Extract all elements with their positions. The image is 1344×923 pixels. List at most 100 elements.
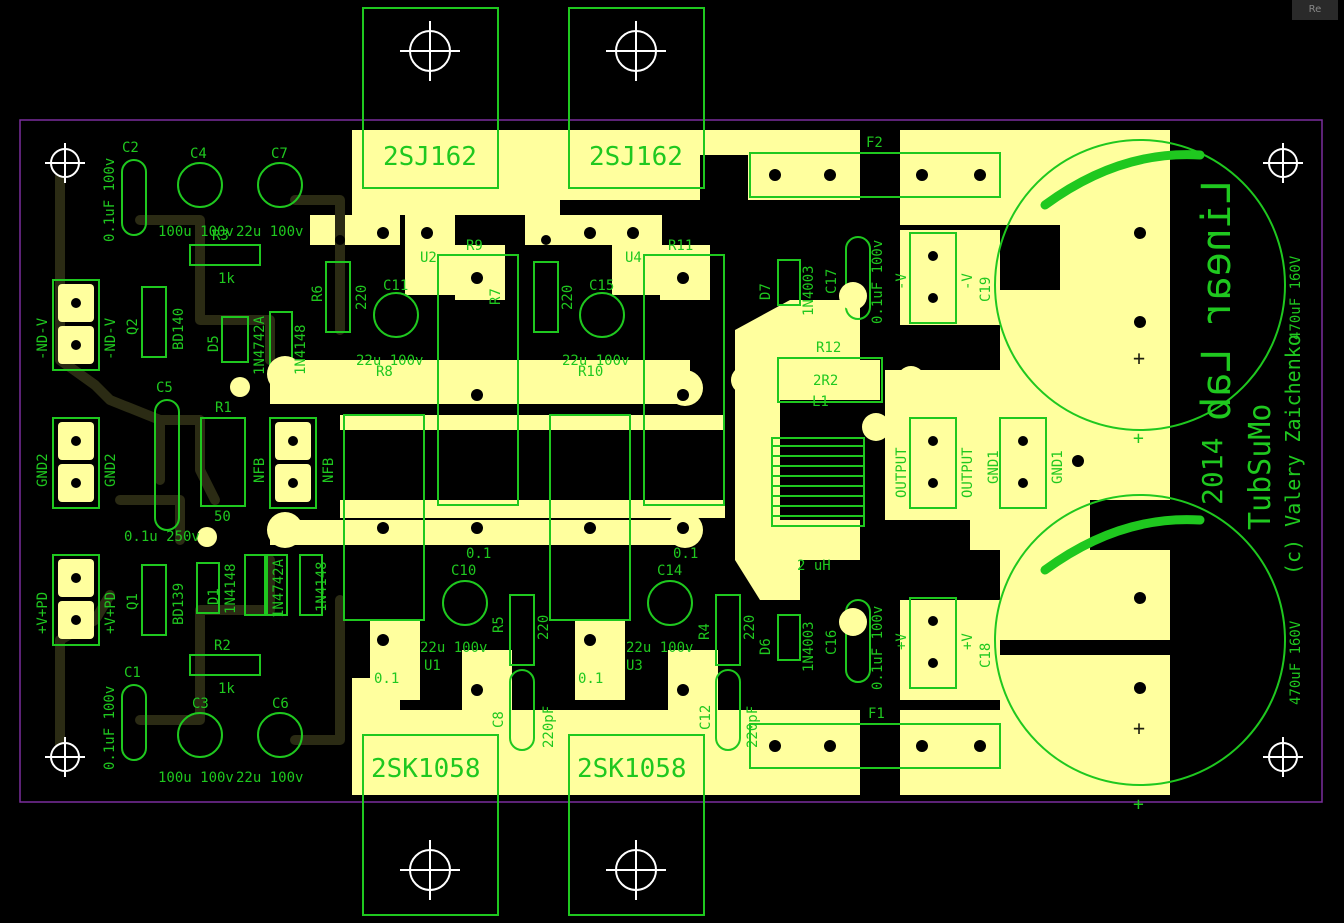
label-r3-val: 1k (218, 271, 235, 287)
label-gnd2-right: GND2 (103, 453, 119, 487)
label-r4: R4 (697, 623, 713, 640)
corner-tab[interactable]: Re (1292, 0, 1338, 20)
label-q-bot-left: 2SK1058 (371, 754, 481, 784)
label-c7-val: 22u 100v (236, 224, 303, 240)
label-c6-val: 22u 100v (236, 770, 303, 786)
q-top-left-body (362, 7, 499, 189)
label-d6: D6 (758, 638, 774, 655)
inductor-windings (772, 445, 864, 517)
silkscreen-labels: 2SJ162 2SJ162 2SK1058 2SK1058 F2 F1 C2 0… (35, 135, 1305, 815)
label-r3: R3 (212, 228, 229, 244)
label-q2: Q2 (125, 318, 141, 335)
label-c8: C8 (491, 711, 507, 728)
label-u1-tag: 0.1 (374, 671, 399, 687)
label-u4: U4 (625, 250, 642, 266)
label-u3: U3 (626, 658, 643, 674)
label-pd-left: +V+PD (35, 592, 51, 634)
label-c10-top: 0.1 (466, 546, 491, 562)
label-nd-right: -ND-V (103, 317, 119, 360)
label-c10: C10 (451, 563, 476, 579)
label-d1: D1 (206, 588, 222, 605)
label-q-bot-right: 2SK1058 (577, 754, 687, 784)
label-c12: C12 (698, 705, 714, 730)
cap-c18-arc (1040, 515, 1205, 575)
label-d7-val: 1N4003 (801, 265, 817, 316)
label-bd139: BD139 (171, 583, 187, 625)
label-r1-val: 50 (214, 509, 231, 525)
label-gnd1-right: GND1 (1050, 450, 1066, 484)
cap-c19-outline (994, 139, 1286, 431)
label-q-top-right: 2SJ162 (589, 142, 683, 172)
q-bot-left-body (362, 734, 499, 916)
label-d6-val: 1N4003 (801, 621, 817, 672)
label-c12-val: 220pF (745, 706, 761, 748)
label-plus-1: + (1133, 428, 1144, 449)
label-r6-val: 220 (354, 285, 370, 310)
label-plus-4: + (1133, 716, 1145, 740)
label-output-right: OUTPUT (960, 447, 976, 498)
label-d1-val: 1N4148 (223, 563, 239, 614)
label-c5-val: 0.1u 250v (124, 529, 200, 545)
label-c2-val: 0.1uF 100v (102, 158, 118, 242)
label-gnd2-left: GND2 (35, 453, 51, 487)
label-c15-val: 22u 100v (562, 353, 629, 369)
label-plus-2: + (1133, 794, 1144, 815)
label-r7-val: 220 (560, 285, 576, 310)
label-u1: U1 (424, 658, 441, 674)
silkscreen-outlines (52, 7, 1286, 916)
label-f2: F2 (866, 135, 883, 151)
label-c19: C19 (978, 277, 994, 302)
label-q-top-left: 2SJ162 (383, 142, 477, 172)
label-year: 2014 (1196, 438, 1229, 505)
label-cap-val-top: 470uF 160V (1288, 255, 1304, 340)
label-d7: D7 (758, 283, 774, 300)
label-r11: R11 (668, 238, 693, 254)
q-top-right-body (568, 7, 705, 189)
label-r7: R7 (488, 288, 504, 305)
label-r6: R6 (310, 285, 326, 302)
label-d-1n4148a: 1N4148 (293, 324, 309, 375)
label-c14-val: 22u 100v (626, 640, 693, 656)
label-cap-val-bot: 470uF 160V (1288, 620, 1304, 705)
mounting-hole-crosses (45, 21, 1303, 900)
label-mirror-text: Linear Lab (1194, 180, 1240, 421)
fuse-f2 (749, 152, 1001, 198)
label-d-1n4742b: 1N4742A (271, 558, 287, 618)
cap-c18-outline (994, 494, 1286, 786)
label-f1: F1 (868, 706, 885, 722)
label-c18: C18 (978, 643, 994, 668)
label-nfb-left: NFB (252, 458, 268, 483)
pad-holes (65, 169, 1146, 752)
label-r5: R5 (491, 616, 507, 633)
label-r2-val: 1k (218, 681, 235, 697)
q-bot-right-body (568, 734, 705, 916)
label-c3-val: 100u 100v (158, 770, 234, 786)
label-nd-left: -ND-V (35, 317, 51, 360)
label-c5: C5 (156, 380, 173, 396)
label-c16-val: 0.1uF 100v (870, 606, 886, 690)
label-brand: TubSuMo (1243, 404, 1278, 530)
label-c3: C3 (192, 696, 209, 712)
label-plus-v: +V (894, 633, 910, 650)
label-c14: C14 (657, 563, 682, 579)
label-c17-val: 0.1uF 100v (870, 240, 886, 324)
label-c7: C7 (271, 146, 288, 162)
board-outline (19, 119, 1323, 803)
label-d5: D5 (206, 335, 222, 352)
label-r12-val: 2R2 (813, 373, 838, 389)
label-q1: Q1 (125, 593, 141, 610)
label-c4-val: 100u 100v (158, 224, 234, 240)
label-r8: R8 (376, 364, 393, 380)
label-c16: C16 (824, 630, 840, 655)
label-c17: C17 (824, 269, 840, 294)
label-c1: C1 (124, 665, 141, 681)
label-pd-right: +V+PD (103, 592, 119, 634)
fuse-f1 (749, 723, 1001, 769)
label-bd140: BD140 (171, 308, 187, 350)
label-d5-val: 1N4742A (252, 315, 268, 375)
label-l1-val: 2 uH (797, 558, 831, 574)
label-c8-val: 220pF (541, 706, 557, 748)
cap-c19-arc (1040, 150, 1205, 210)
label-r5-val: 220 (536, 615, 552, 640)
